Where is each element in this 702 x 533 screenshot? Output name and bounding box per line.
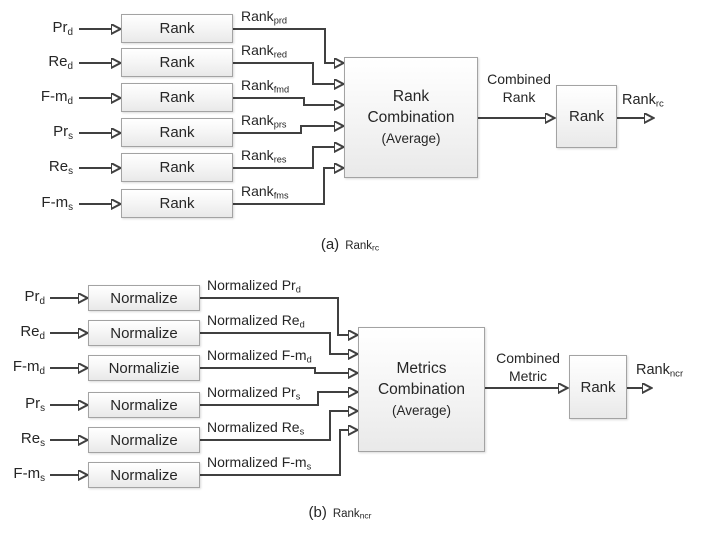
normalize-box-b-4: Normalize [88,392,200,418]
metrics-combination-box: Metrics Combination (Average) [358,327,485,452]
wire-label-a-rankres: Rankres [241,147,287,165]
output-label-rankrc: Rankrc [622,92,664,110]
wire-b-row-5 [200,411,349,441]
metrics-combination-line2: Combination [377,381,466,398]
rank-box-a-1-label: Rank [159,20,195,37]
wire-label-b-normfmd: Normalized F-md [207,347,312,365]
rank-combination-box: Rank Combination (Average) [344,57,478,178]
rank-box-a-1: Rank [121,14,233,43]
metrics-combination-line1: Metrics [396,360,447,377]
wire-label-b-normprs: Normalized Prs [207,384,301,402]
rank-box-a-3: Rank [121,83,233,112]
wire-label-a-rankfms: Rankfms [241,183,289,201]
wire-a-row-5 [233,147,335,169]
normalize-box-b-3: Normalizie [88,355,200,381]
input-label-a-red: Red [48,53,73,72]
rank-box-a-5-label: Rank [159,159,195,176]
rank-box-a-4: Rank [121,118,233,147]
normalize-box-b-1: Normalize [88,285,200,311]
rank-box-a-2-label: Rank [159,54,195,71]
rank-box-a-6: Rank [121,189,233,218]
normalize-box-b-6: Normalize [88,462,200,488]
combined-metric-label: Combined Metric [496,350,560,384]
combined-rank-label: Combined Rank [487,71,551,105]
input-label-b-prs: Prs [25,395,45,414]
input-label-a-prd: Prd [52,19,74,38]
normalize-box-b-5-label: Normalize [110,431,178,449]
wire-label-b-normfms: Normalized F-ms [207,454,312,472]
metrics-combination-line3: (Average) [391,403,452,418]
input-label-b-red: Red [20,323,45,342]
normalize-box-b-6-label: Normalize [110,466,178,484]
wire-label-a-rankfmd: Rankfmd [241,77,290,95]
wire-b-row-4 [200,392,349,406]
output-label-rankncr: Rankncr [636,362,684,380]
wire-a-row-3 [233,97,335,105]
caption-a: (a)Rankrc [320,236,380,253]
caption-b: (b)Rankncr [308,504,372,521]
rank-combination-line3: (Average) [381,131,441,146]
final-rank-box-a-label: Rank [568,108,605,125]
wire-b-row-3 [200,367,349,373]
wire-a-row-6 [233,168,335,205]
rank-combination-line2: Combination [367,109,455,126]
rank-box-a-3-label: Rank [159,89,195,106]
wire-label-b-normred: Normalized Red [207,312,305,330]
wire-b-row-6 [200,430,349,476]
wire-a-row-2 [233,62,335,84]
normalize-box-b-5: Normalize [88,427,200,453]
wire-label-a-rankprd: Rankprd [241,8,288,26]
wire-b-row-1 [200,297,349,335]
input-label-b-fms: F-ms [13,465,45,484]
wire-b-row-2 [200,332,349,354]
wire-label-a-rankred: Rankred [241,42,288,60]
wire-a-row-4 [233,126,335,134]
normalize-box-b-2: Normalize [88,320,200,346]
rank-box-a-5: Rank [121,153,233,182]
wire-label-b-normres: Normalized Res [207,419,305,437]
input-label-b-fmd: F-md [12,358,45,377]
rank-box-a-2: Rank [121,48,233,77]
wire-a-row-1 [233,28,335,63]
final-rank-box-b-label: Rank [580,378,616,396]
input-label-b-res: Res [20,430,45,449]
normalize-box-b-4-label: Normalize [110,396,178,414]
input-label-a-prs: Prs [53,123,73,142]
input-label-a-res: Res [48,158,73,177]
wire-label-a-rankprs: Rankprs [241,112,287,130]
wire-label-b-normprd: Normalized Prd [207,277,301,295]
rank-box-a-6-label: Rank [159,195,195,212]
input-label-a-fms: F-ms [41,194,73,213]
rank-box-a-4-label: Rank [159,124,195,141]
normalize-box-b-2-label: Normalize [110,324,178,342]
input-label-a-fmd: F-md [40,88,73,107]
normalize-box-b-1-label: Normalize [110,289,178,307]
input-label-b-prd: Prd [24,288,46,307]
final-rank-box-b: Rank [569,355,627,419]
normalize-box-b-3-label: Normalizie [108,359,180,377]
rank-combination-line1: Rank [392,88,430,105]
final-rank-box-a: Rank [556,85,617,148]
